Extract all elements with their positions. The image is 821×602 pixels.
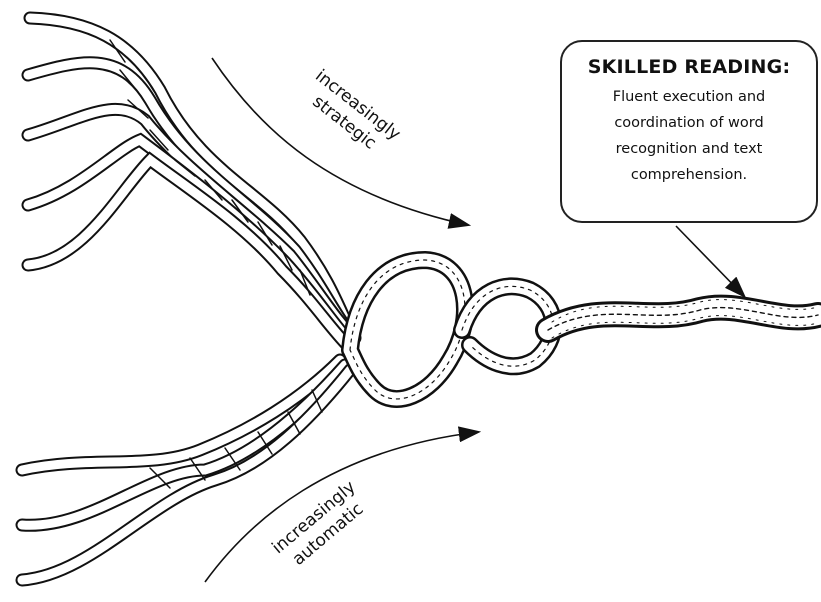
callout-body: Fluent execution and coordination of wor…	[562, 84, 816, 188]
skilled-reading-callout: SKILLED READING: Fluent execution and co…	[560, 40, 818, 223]
rope-tail	[548, 300, 818, 338]
lower-strand-2	[22, 365, 345, 525]
rope-loop-1	[350, 260, 465, 399]
arrow-callout-pointer	[676, 226, 744, 296]
combined-rope	[350, 260, 818, 399]
callout-title: SKILLED READING:	[562, 56, 816, 78]
